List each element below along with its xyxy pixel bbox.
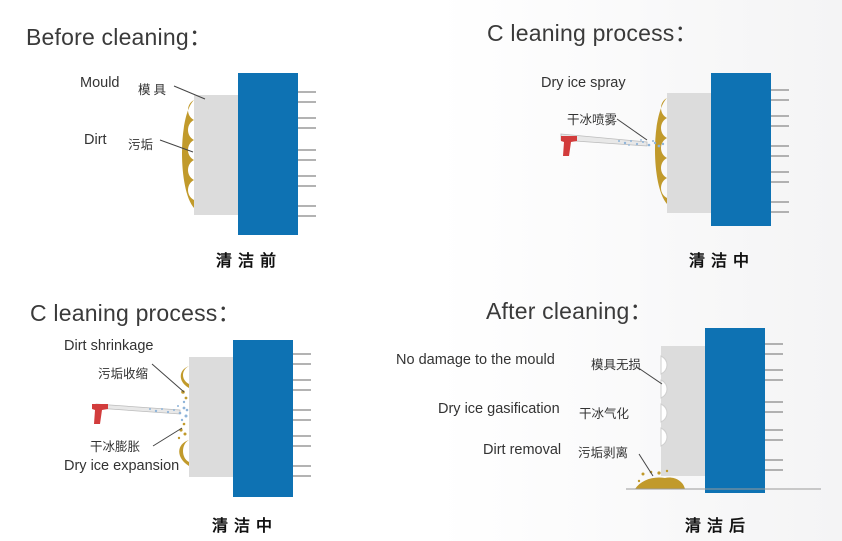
mould-blue-block — [233, 340, 293, 497]
mould-grey-body — [189, 357, 233, 477]
label-dirt-shrinkage-en: Dirt shrinkage — [64, 338, 154, 354]
panel-before-cleaning: Before cleaning： Mould 模具 Dirt 污垢 清洁前 — [0, 0, 421, 270]
label-mould-en: Mould — [80, 75, 120, 91]
mould-pins — [765, 343, 783, 471]
label-no-damage-zh: 模具无损 — [591, 357, 642, 372]
dirt-fragments — [177, 390, 188, 440]
clean-mould-cavities — [660, 355, 668, 447]
mould-pins — [298, 91, 316, 217]
mould-blue-block — [238, 73, 298, 235]
mould-pins — [293, 353, 311, 477]
removed-dirt-pile — [635, 477, 685, 489]
panel-title: C leaning process： — [487, 20, 698, 46]
dirt-layer — [655, 98, 667, 204]
dirt-removal-leader-line — [638, 453, 654, 477]
mould-figure-expansion — [92, 340, 311, 497]
panel-cleaning-process-expansion: C leaning process： Dirt shrinkage 污垢收缩 干… — [0, 270, 421, 540]
mould-figure-before — [159, 73, 316, 235]
dry-ice-particles — [618, 139, 665, 148]
dirt-specks — [637, 469, 669, 483]
label-dirt-removal-en: Dirt removal — [483, 442, 562, 458]
panel-title: After cleaning： — [486, 298, 653, 324]
shrinkage-leader-line — [151, 363, 185, 393]
spray-gun-icon — [561, 136, 577, 156]
mould-figure-after — [626, 328, 821, 493]
caption: 清洁后 — [685, 516, 752, 535]
panel-title: C leaning process： — [30, 300, 241, 326]
caption: 清洁中 — [689, 251, 756, 270]
label-no-damage-en: No damage to the mould — [396, 352, 555, 368]
spray-gun-icon — [92, 404, 108, 424]
label-dry-ice-spray-en: Dry ice spray — [541, 75, 626, 91]
caption: 清洁中 — [212, 516, 279, 535]
panel-after-cleaning: After cleaning： No damage to the mould 模… — [396, 270, 842, 540]
no-damage-leader-line — [636, 366, 663, 385]
label-dirt-en: Dirt — [84, 132, 107, 148]
mould-grey-body — [661, 346, 705, 476]
mould-leader-line — [173, 85, 206, 100]
label-dirt-shrinkage-zh: 污垢收缩 — [98, 366, 149, 381]
caption: 清洁前 — [216, 251, 283, 270]
expansion-leader-line — [152, 427, 183, 447]
dirt-layer — [182, 100, 194, 208]
mould-blue-block — [705, 328, 765, 493]
label-dry-ice-expansion-zh: 干冰膨胀 — [90, 439, 141, 454]
label-dirt-removal-zh: 污垢剥离 — [578, 445, 629, 460]
dirt-shrinking-bottom — [179, 440, 189, 466]
dirt-shrinking-top — [180, 366, 189, 388]
mould-figure-spray — [560, 73, 789, 226]
label-dry-ice-spray-zh: 干冰喷雾 — [567, 112, 618, 127]
label-gasification-en: Dry ice gasification — [438, 401, 560, 417]
label-mould-zh: 模具 — [138, 82, 170, 97]
label-gasification-zh: 干冰气化 — [579, 406, 630, 421]
mould-pins — [771, 89, 789, 213]
mould-blue-block — [711, 73, 771, 226]
dry-ice-particles — [149, 400, 189, 422]
spray-leader-line — [616, 118, 648, 141]
label-dirt-zh: 污垢 — [128, 137, 154, 152]
dirt-leader-line — [159, 139, 194, 153]
label-dry-ice-expansion-en: Dry ice expansion — [64, 458, 180, 474]
panel-cleaning-process-spray: C leaning process： Dry ice spray 干冰喷雾 清洁… — [421, 0, 842, 270]
panel-title: Before cleaning： — [26, 24, 213, 50]
mould-grey-body — [667, 93, 711, 213]
mould-grey-body — [194, 95, 238, 215]
